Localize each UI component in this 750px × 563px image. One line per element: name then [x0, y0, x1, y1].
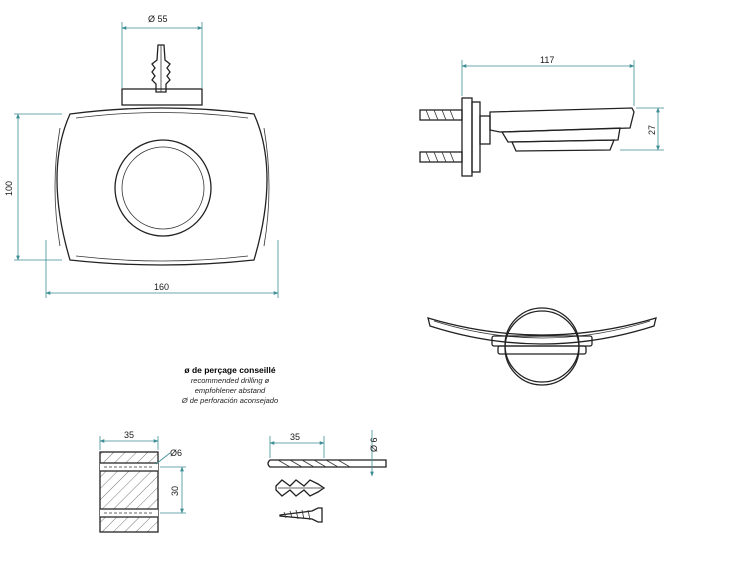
top-dish: [427, 317, 657, 345]
dim-drill-length: 35: [290, 432, 300, 442]
note-de: empfohlener abstand: [195, 386, 266, 395]
soap-dish-center-ring: [114, 139, 212, 237]
top-wall-plate: [504, 307, 580, 383]
side-dish: [489, 107, 635, 133]
note-es: Ø de perforación aconsejado: [181, 396, 278, 405]
note-en: recommended drilling ø: [191, 376, 270, 385]
dim-side-width: 117: [540, 55, 554, 65]
hardware-set: 35 Ø 6: [267, 430, 387, 523]
dim-drill-diameter: Ø 6: [369, 437, 379, 452]
side-anchor-lower: [419, 151, 463, 163]
wall-anchor-top: [151, 44, 171, 93]
screw: [279, 507, 323, 523]
dim-front-width: 160: [154, 282, 169, 292]
drilling-note: ø de perçage conseillé recommended drill…: [181, 365, 278, 405]
dim-block-hole: Ø6: [170, 448, 182, 458]
dim-side-depth: 27: [647, 125, 657, 135]
wall-block-section: 35 Ø6 30: [99, 430, 186, 533]
side-view: 117 27: [419, 55, 664, 177]
soap-dish-outline: [56, 107, 268, 266]
note-fr: ø de perçage conseillé: [184, 365, 275, 375]
side-anchor-upper: [419, 109, 463, 121]
top-view: [427, 307, 657, 386]
dim-block-spacing: 30: [170, 486, 180, 496]
wall-dowel: [275, 479, 326, 497]
dim-block-width: 35: [124, 430, 134, 440]
mounting-plate: [121, 88, 203, 106]
dim-top-diameter: Ø 55: [148, 14, 168, 24]
front-view: Ø 55 100 160: [4, 14, 279, 298]
dim-front-height: 100: [4, 181, 14, 196]
drill-bit: [267, 459, 387, 468]
